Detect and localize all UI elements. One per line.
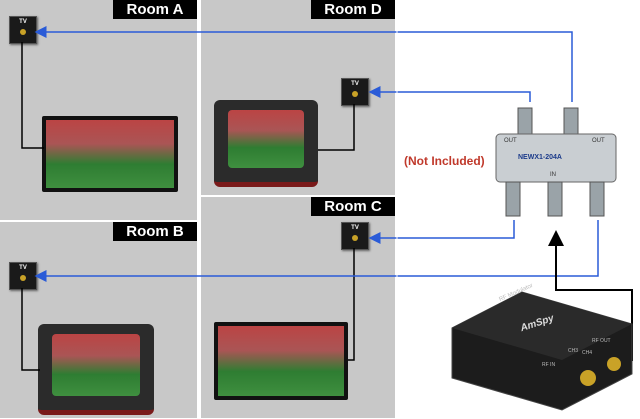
room-a-label: Room A [113, 0, 197, 19]
room-d-tv [214, 100, 318, 187]
splitter-in-label: IN [550, 172, 556, 178]
cable-to-room-c [368, 220, 515, 244]
room-c-tv-screen [218, 326, 344, 396]
cable-to-room-d [368, 86, 531, 102]
room-d-tv-screen [228, 110, 304, 168]
splitter-out-label-1: OUT [504, 138, 517, 144]
room-b-label: Room B [113, 222, 197, 241]
rf-modulator-ch3: CH3 [568, 348, 579, 354]
room-b-wall-plate: TV [9, 262, 37, 290]
not-included-note: (Not Included) [404, 154, 485, 168]
coax-socket-icon [352, 91, 358, 97]
room-d-label: Room D [311, 0, 395, 19]
room-a-tv [42, 116, 178, 192]
room-a-wall-plate-label: TV [19, 19, 27, 25]
room-b-tv-screen [52, 334, 140, 396]
splitter-model-label: NEWX1-204A [518, 154, 562, 161]
room-d-wall-plate-label: TV [351, 81, 359, 87]
coax-socket-icon [20, 275, 26, 281]
room-c-wall-plate: TV [341, 222, 369, 250]
room-c-wall-plate-label: TV [351, 225, 359, 231]
cable-to-room-b [34, 220, 599, 282]
room-c-tv [214, 322, 348, 400]
room-a-tv-screen [46, 120, 174, 188]
room-d-wall-plate: TV [341, 78, 369, 106]
rf-modulator-body [451, 291, 633, 411]
splitter-out-label-2: OUT [592, 138, 605, 144]
rf-modulator: AmSpy RF Modulator RF OUT RF IN CH3 CH4 [442, 278, 638, 414]
splitter-body [495, 107, 617, 217]
coax-socket-icon [352, 235, 358, 241]
room-c-label: Room C [311, 197, 395, 216]
room-b-tv-cable [21, 288, 40, 371]
room-a-tv-cable [21, 42, 44, 149]
coax-socket-icon [20, 29, 26, 35]
room-d-tv-cable [318, 104, 355, 151]
splitter: NEWX1-204A OUT OUT IN [484, 96, 624, 236]
room-c-tv-cable [348, 248, 355, 361]
room-b-tv [38, 324, 154, 415]
cable-to-room-a [34, 26, 573, 102]
rf-modulator-ch4: CH4 [582, 350, 593, 356]
room-b-wall-plate-label: TV [19, 265, 27, 271]
rf-modulator-rf-in: RF IN [542, 362, 556, 368]
rf-modulator-rf-out: RF OUT [592, 338, 611, 344]
